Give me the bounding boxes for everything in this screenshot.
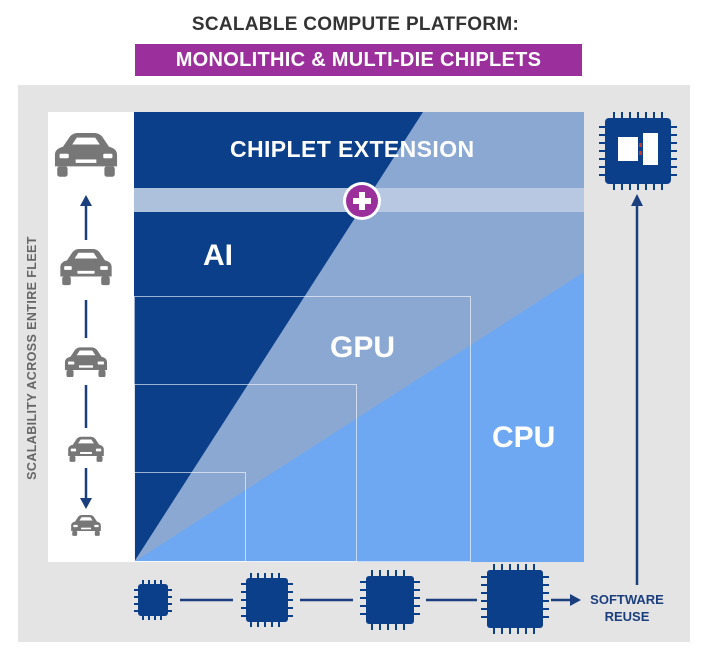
ai-label: AI (203, 239, 233, 272)
multi-die-chip-icon (599, 112, 677, 190)
fleet-scale (54, 133, 118, 536)
arrow-up-icon (631, 194, 643, 206)
car-icon (64, 347, 108, 378)
scale-box-3 (134, 296, 471, 562)
software-reuse-arrow (631, 194, 643, 585)
chip-icon (360, 570, 420, 630)
chip-icon (241, 573, 293, 627)
diagram-subtitle: MONOLITHIC & MULTI-DIE CHIPLETS (135, 44, 582, 76)
car-icon (68, 436, 104, 462)
diagram-title: SCALABLE COMPUTE PLATFORM: (191, 14, 520, 35)
software-reuse-label: SOFTWARE REUSE (583, 591, 671, 625)
chip-icon (134, 580, 172, 620)
car-icon (71, 515, 101, 536)
cpu-label: CPU (492, 421, 556, 454)
chip-progression (134, 564, 581, 634)
arrow-down-icon (80, 498, 92, 509)
software-reuse-line-1: SOFTWARE (590, 592, 664, 607)
plus-icon (343, 182, 381, 220)
arrow-up-icon (80, 195, 92, 206)
car-icon (54, 133, 118, 177)
chiplet-extension-label: CHIPLET EXTENSION (230, 136, 475, 162)
car-icon (60, 249, 112, 286)
arrow-right-icon (570, 594, 581, 606)
gpu-label: GPU (330, 331, 396, 364)
fleet-column (48, 112, 134, 562)
cpu-region (134, 272, 584, 562)
chip-icon (481, 564, 549, 634)
software-reuse-line-2: REUSE (604, 609, 650, 624)
